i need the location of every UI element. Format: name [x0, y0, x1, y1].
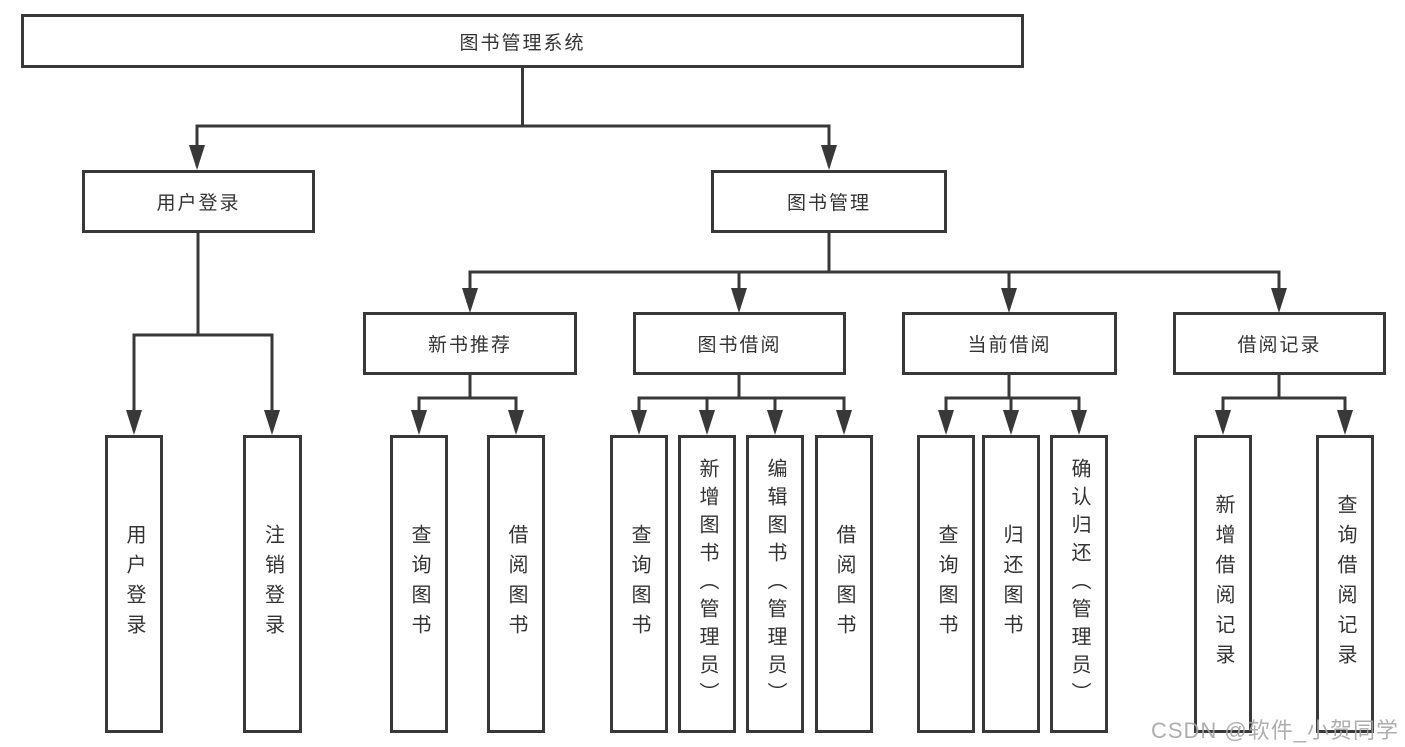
node-label: 图书借阅	[697, 335, 782, 356]
node-user-login: 用户登录	[82, 170, 315, 233]
leaf-query-books-current: 查询图书	[917, 435, 975, 733]
leaf-query-borrow-record: 查询借阅记录	[1316, 435, 1374, 733]
node-borrowing-records: 借阅记录	[1173, 312, 1386, 375]
node-label: 图书管理系统	[459, 32, 586, 54]
node-library-management-system: 图书管理系统	[21, 14, 1024, 68]
node-label: 查询图书	[628, 524, 650, 644]
node-label: 当前借阅	[967, 335, 1052, 356]
leaf-confirm-return-admin: 确认归还（管理员）	[1050, 435, 1108, 733]
node-label: 用户登录	[123, 524, 145, 644]
node-label: 查询借阅记录	[1334, 494, 1356, 674]
node-label: 编辑图书（管理员）	[764, 458, 786, 710]
leaf-user-login: 用户登录	[105, 435, 163, 733]
node-label: 查询图书	[408, 524, 430, 644]
leaf-query-books-borrowing: 查询图书	[610, 435, 668, 733]
node-book-borrowing: 图书借阅	[633, 312, 846, 375]
arrowhead-icons	[126, 145, 1353, 435]
node-label: 借阅图书	[505, 524, 527, 644]
leaf-query-books-recommend: 查询图书	[390, 435, 448, 733]
node-current-borrowing: 当前借阅	[902, 312, 1117, 375]
node-label: 图书管理	[786, 193, 871, 214]
node-label: 用户登录	[156, 193, 241, 214]
node-book-management: 图书管理	[711, 170, 947, 233]
leaf-add-book-admin: 新增图书（管理员）	[678, 435, 736, 733]
node-label: 确认归还（管理员）	[1068, 458, 1090, 710]
node-label: 新增图书（管理员）	[696, 458, 718, 710]
node-label: 借阅记录	[1237, 335, 1322, 356]
leaf-borrow-books-recommend: 借阅图书	[487, 435, 545, 733]
node-label: 注销登录	[261, 524, 284, 644]
node-label: 查询图书	[935, 524, 957, 644]
leaf-add-borrow-record: 新增借阅记录	[1194, 435, 1252, 733]
leaf-edit-book-admin: 编辑图书（管理员）	[746, 435, 804, 733]
node-new-book-recommendation: 新书推荐	[363, 312, 577, 375]
leaf-logout: 注销登录	[243, 435, 302, 733]
node-label: 新书推荐	[427, 335, 512, 356]
node-label: 借阅图书	[833, 524, 855, 644]
leaf-return-books: 归还图书	[982, 435, 1040, 733]
leaf-borrow-books-borrowing: 借阅图书	[815, 435, 873, 733]
node-label: 归还图书	[1000, 524, 1022, 644]
node-label: 新增借阅记录	[1212, 494, 1234, 674]
